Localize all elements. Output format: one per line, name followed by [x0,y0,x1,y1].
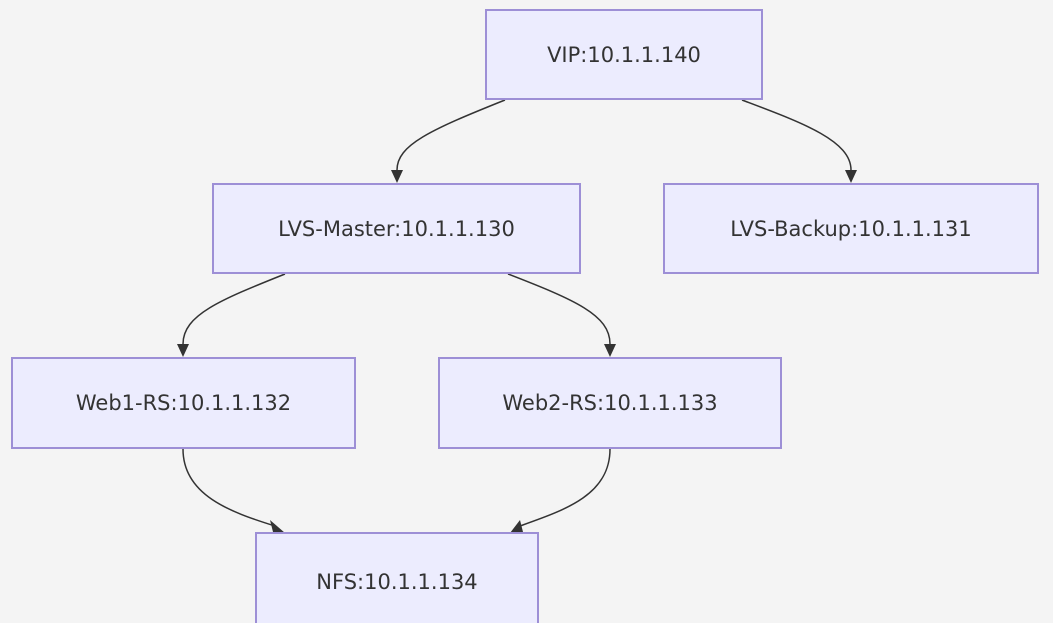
arrowhead-nfs-left [270,520,285,533]
node-nfs-label: NFS:10.1.1.134 [316,570,478,594]
edge-master-to-web2 [507,273,611,345]
node-vip: VIP:10.1.1.140 [485,9,763,100]
node-lvs-master-label: LVS-Master:10.1.1.130 [278,216,515,241]
arrowhead-web1 [177,344,189,357]
node-web1-rs: Web1-RS:10.1.1.132 [11,357,356,449]
node-lvs-master: LVS-Master:10.1.1.130 [212,183,581,274]
node-web2-rs: Web2-RS:10.1.1.133 [438,357,782,449]
arrowhead-master [391,170,403,183]
arrowhead-nfs-right [510,520,523,533]
edge-vip-to-backup [741,99,852,171]
node-vip-label: VIP:10.1.1.140 [547,42,701,67]
arrowhead-backup [845,170,857,183]
edge-web1-to-nfs [182,448,276,527]
node-lvs-backup: LVS-Backup:10.1.1.131 [663,183,1039,274]
edge-master-to-web1 [182,273,286,345]
node-nfs: NFS:10.1.1.134 [255,532,539,623]
node-lvs-backup-label: LVS-Backup:10.1.1.131 [730,216,972,241]
node-web2-rs-label: Web2-RS:10.1.1.133 [502,391,718,415]
edge-vip-to-master [396,99,506,171]
arrowhead-web2 [604,344,616,357]
edge-web2-to-nfs [519,448,611,527]
node-web1-rs-label: Web1-RS:10.1.1.132 [75,391,292,415]
